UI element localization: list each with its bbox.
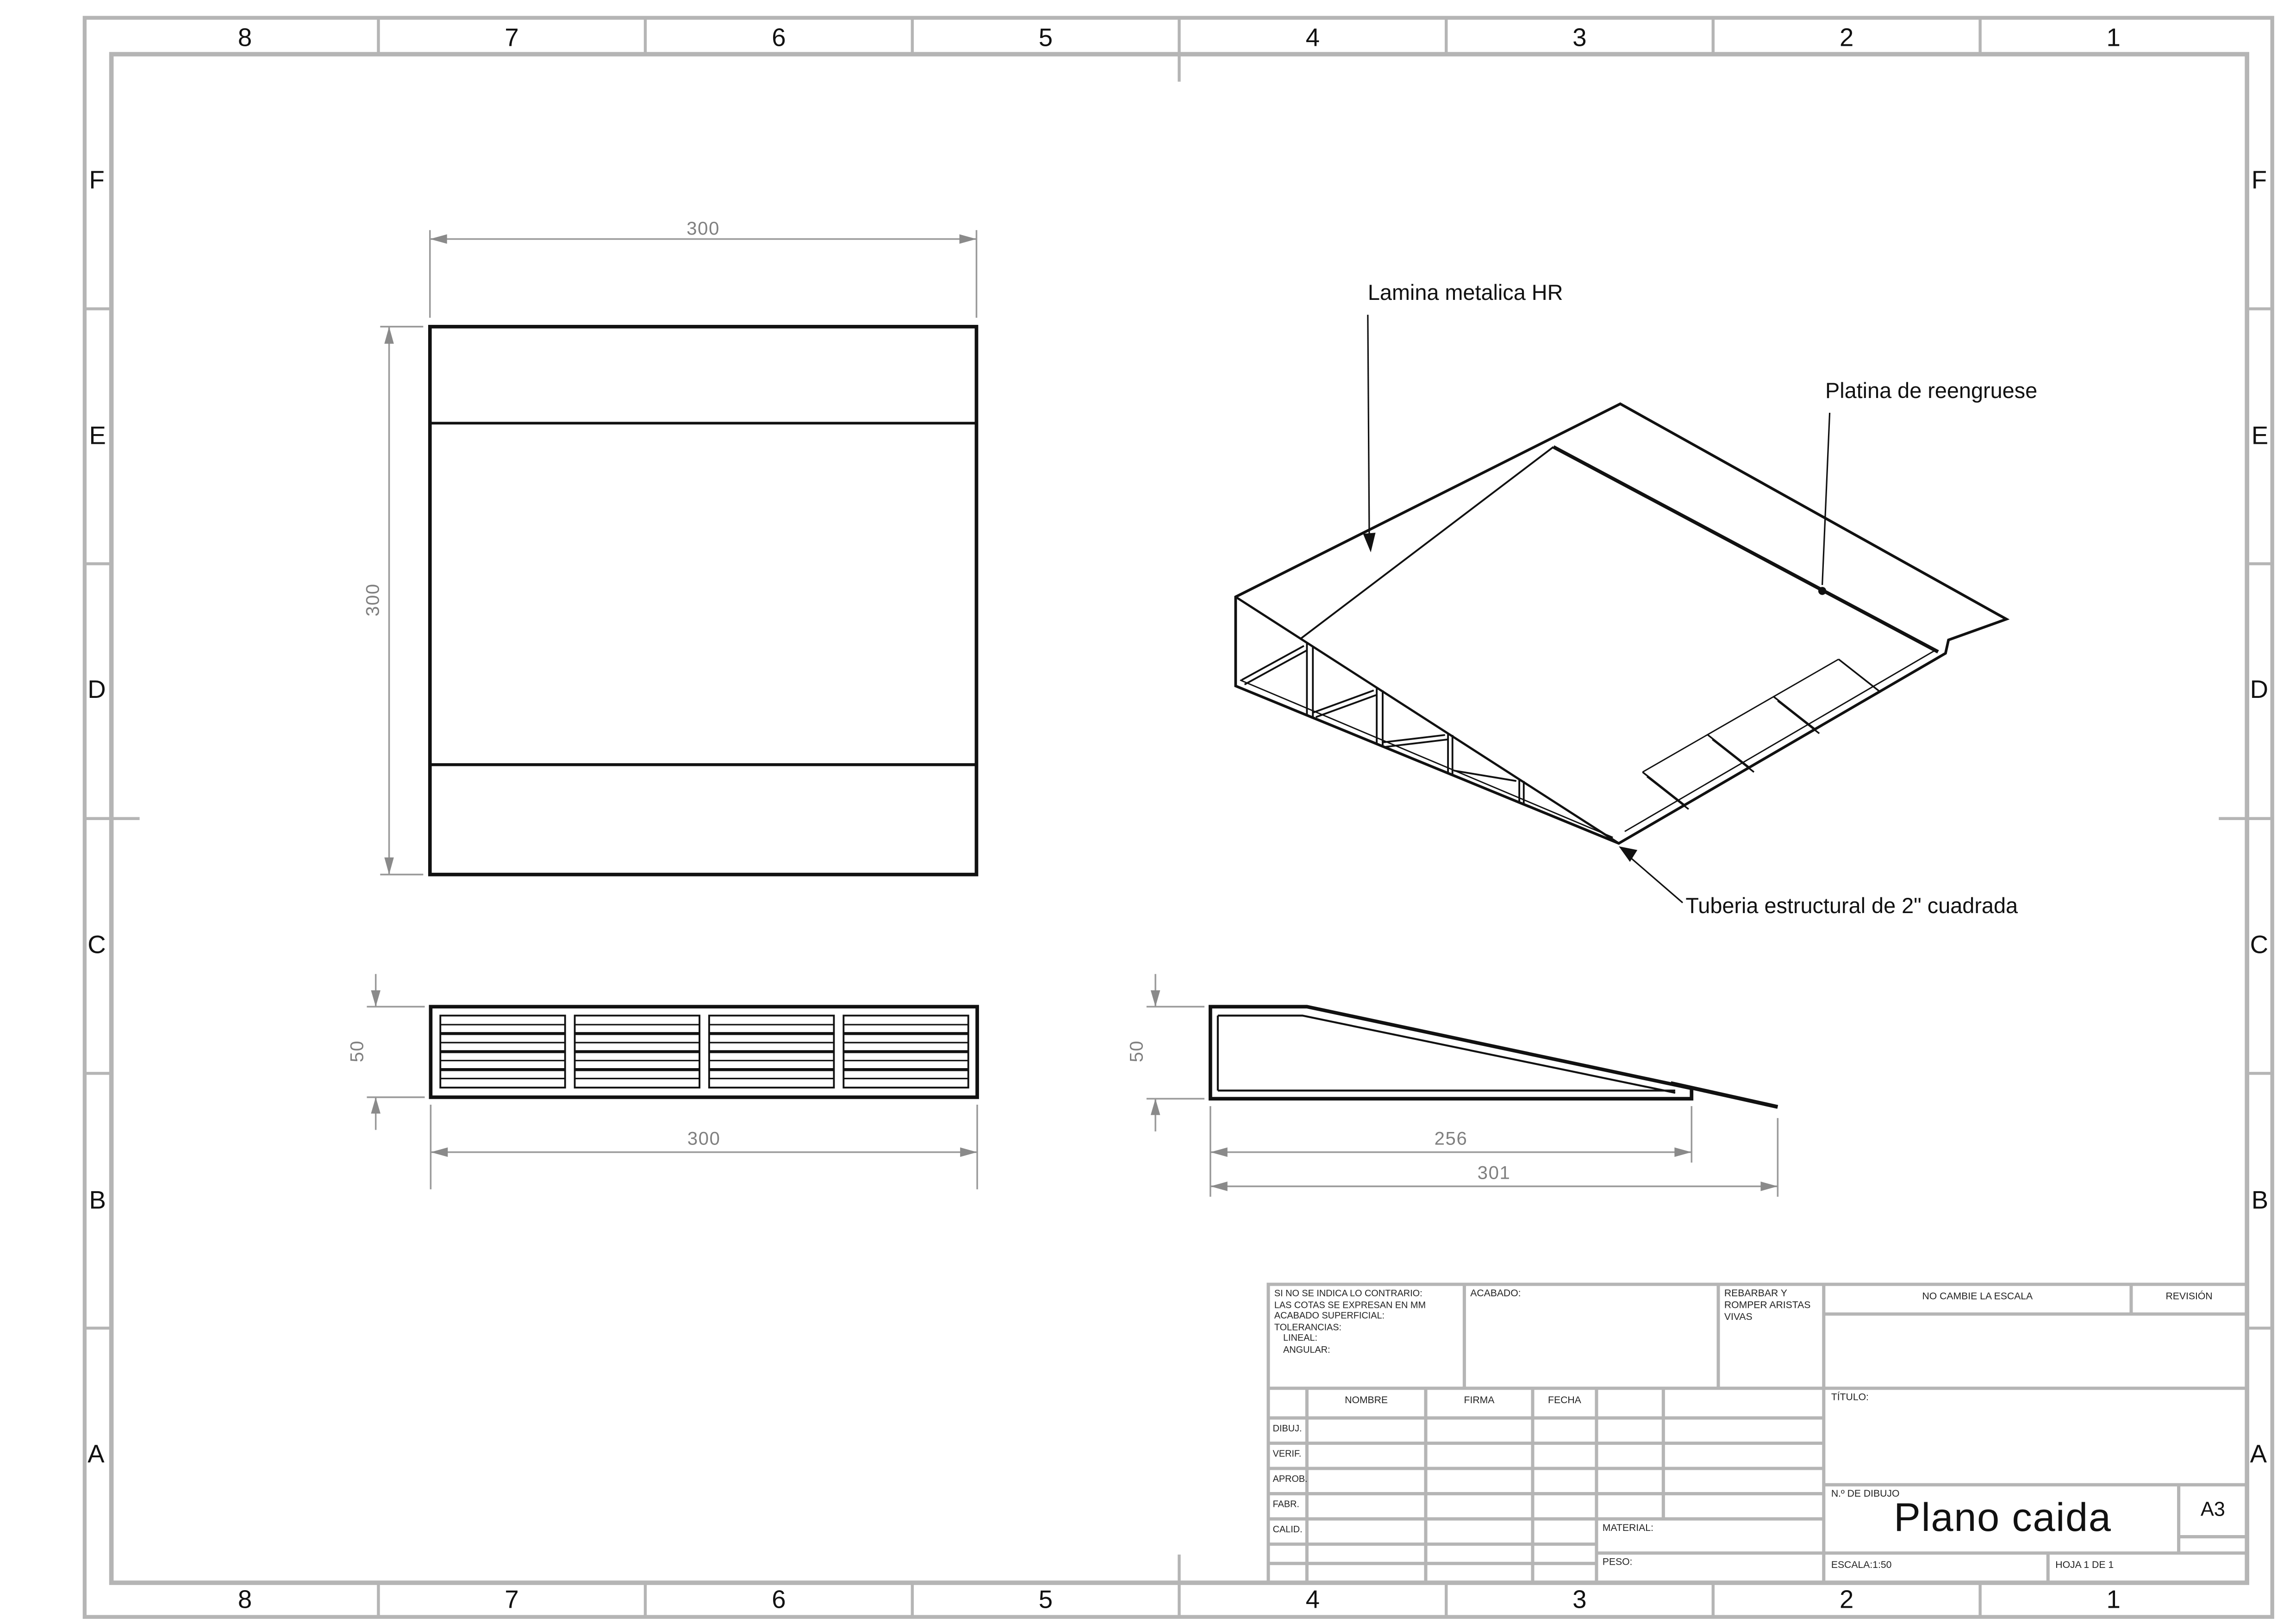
zone-col-bot-6: 6 (772, 1586, 786, 1614)
zone-row-right-c: C (2250, 931, 2268, 959)
zone-row-left-e: E (89, 422, 106, 450)
tb-note-1: SI NO SE INDICA LO CONTRARIO: (1274, 1288, 1423, 1300)
tb-drawing-no-label: N.º DE DIBUJO (1831, 1489, 1900, 1500)
tb-peso-label: PESO: (1602, 1557, 1633, 1568)
zone-row-left-d: D (87, 675, 106, 704)
zone-col-bot-3: 3 (1572, 1586, 1587, 1614)
tb-col-firma: FIRMA (1464, 1395, 1495, 1406)
callout-tuberia: Tuberia estructural de 2" cuadrada (1685, 895, 2018, 919)
tb-paper-size: A3 (2200, 1498, 2225, 1521)
dim-bottom-height: 50 (346, 1040, 368, 1063)
zone-row-left-c: C (87, 931, 106, 959)
zone-col-bot-1: 1 (2106, 1586, 2121, 1614)
zone-col-top-8: 8 (237, 24, 252, 52)
tb-note-6: ANGULAR: (1283, 1344, 1330, 1355)
zone-col-top-1: 1 (2106, 24, 2121, 52)
bottom-view-arrows (371, 990, 978, 1157)
zone-col-top-3: 3 (1572, 24, 1587, 52)
tb-hoja: HOJA 1 DE 1 (2055, 1560, 2114, 1571)
tb-note-4: TOLERANCIAS: (1274, 1322, 1341, 1333)
tb-note-3: ACABADO SUPERFICIAL: (1274, 1311, 1385, 1322)
sheet-border (82, 16, 2274, 1619)
zone-row-right-e: E (2251, 422, 2269, 450)
tb-revision-label: REVISIÓN (2165, 1291, 2213, 1302)
side-view-arrows (1150, 990, 1778, 1191)
tb-row-dibuj: DIBUJ. (1273, 1424, 1302, 1435)
tb-col-nombre: NOMBRE (1345, 1395, 1388, 1406)
iso-view (1234, 402, 2010, 845)
zone-row-left-f: F (89, 166, 105, 195)
dim-side-len-body: 256 (1434, 1128, 1468, 1150)
tb-deburr-note: REBARBAR Y ROMPER ARISTAS VIVAS (1724, 1288, 1811, 1323)
zone-col-top-4: 4 (1305, 24, 1320, 52)
tb-col-fecha: FECHA (1548, 1395, 1581, 1406)
zone-row-right-b: B (2251, 1186, 2269, 1215)
zone-row-left-b: B (89, 1186, 106, 1215)
zone-col-bot-2: 2 (1839, 1586, 1854, 1614)
zone-col-top-6: 6 (772, 24, 786, 52)
tb-acabado-label: ACABADO: (1470, 1288, 1521, 1300)
side-view (1208, 1005, 1778, 1109)
tb-material-label: MATERIAL: (1602, 1523, 1653, 1534)
tb-titulo-label: TÍTULO: (1831, 1393, 1869, 1403)
callout-platina: Platina de reengruese (1825, 380, 2038, 404)
zone-row-right-a: A (2250, 1440, 2267, 1469)
tb-escala: ESCALA:1:50 (1831, 1560, 1892, 1571)
tb-no-scale-note: NO CAMBIE LA ESCALA (1922, 1291, 2033, 1302)
tb-row-fabr: FABR. (1273, 1499, 1299, 1510)
zone-row-right-d: D (2250, 675, 2268, 704)
front-view-arrows (384, 234, 977, 875)
zone-col-bot-7: 7 (505, 1586, 519, 1614)
front-view (428, 324, 979, 877)
dim-side-len-total: 301 (1477, 1163, 1511, 1184)
dim-side-height: 50 (1126, 1040, 1148, 1063)
zone-col-top-2: 2 (1839, 24, 1854, 52)
tb-note-5: LINEAL: (1283, 1333, 1317, 1344)
tb-row-calid: CALID. (1273, 1524, 1303, 1536)
dim-front-height: 300 (362, 583, 384, 617)
zone-col-top-7: 7 (505, 24, 519, 52)
zone-col-top-5: 5 (1038, 24, 1053, 52)
dim-front-width: 300 (686, 218, 720, 239)
tb-row-aprob: APROB. (1273, 1474, 1308, 1485)
front-view-dims (380, 230, 978, 876)
tb-row-verif: VERIF. (1273, 1449, 1302, 1460)
iso-callout-leaders (1363, 315, 1831, 903)
zone-col-bot-4: 4 (1305, 1586, 1320, 1614)
zone-row-left-a: A (87, 1440, 105, 1469)
bottom-view-dims (367, 974, 978, 1189)
zone-col-bot-8: 8 (237, 1586, 252, 1614)
title-block-grid (1267, 1282, 2249, 1585)
zone-row-right-f: F (2251, 166, 2267, 195)
zone-col-bot-5: 5 (1038, 1586, 1053, 1614)
tb-drawing-title: Plano caida (1894, 1495, 2112, 1540)
callout-lamina: Lamina metalica HR (1367, 282, 1563, 306)
dim-bottom-width: 300 (687, 1128, 721, 1150)
tb-note-2: LAS COTAS SE EXPRESAN EN MM (1274, 1300, 1426, 1311)
bottom-view (429, 1005, 979, 1099)
